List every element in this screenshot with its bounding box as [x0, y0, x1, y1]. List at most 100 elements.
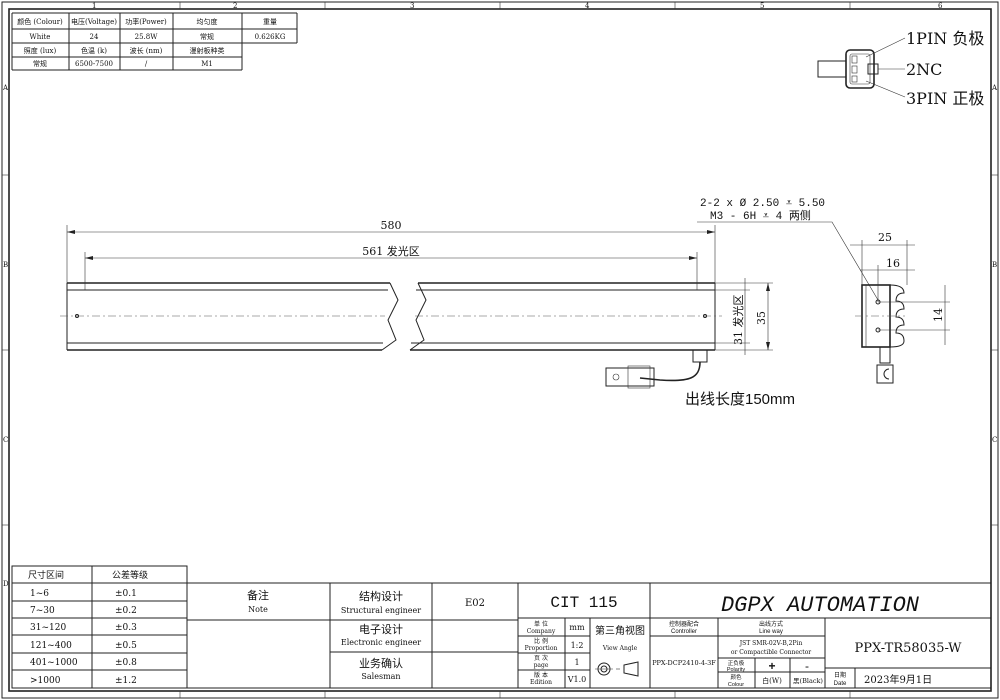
spec-value: 0.626KG — [255, 33, 286, 41]
cable-length-label: 出线长度150mm — [685, 391, 795, 408]
tolerance-range: >1000 — [30, 676, 61, 686]
dim-overall-length: 580 — [381, 219, 402, 232]
frame-row-a-right: A — [991, 84, 998, 92]
dim-side-inner: 16 — [886, 257, 900, 270]
electronic-label-en: Electronic engineer — [341, 638, 421, 647]
lineway-value-2: or Compactible Connector — [731, 649, 811, 656]
tolerance-header: 尺寸区间 — [28, 569, 64, 581]
scale-label-cn: 比 例 — [534, 637, 548, 645]
spec-header: 均匀度 — [197, 17, 218, 26]
colour-label-en: Colour — [728, 682, 744, 688]
frame-col-6: 6 — [938, 2, 943, 10]
frame-col-5: 5 — [760, 2, 764, 10]
spec-value: 常规 — [33, 59, 47, 68]
tolerance-header: 公差等级 — [112, 569, 148, 581]
connector-pinout: 1PIN 负极 2NC 3PIN 正极 — [817, 29, 984, 108]
scale-value: 1:2 — [571, 641, 584, 650]
polarity-plus: + — [768, 659, 775, 673]
tolerance-range: 121~400 — [30, 641, 72, 651]
scale-label-en: Proportion — [525, 645, 558, 652]
frame-col-1: 1 — [92, 2, 96, 10]
date-label-cn: 日期 — [834, 671, 846, 679]
view-angle-en: View Angle — [602, 645, 638, 652]
dim-hole-pitch: 14 — [932, 308, 945, 322]
spec-value: 24 — [90, 33, 99, 41]
lineway-label-en: Line way — [759, 629, 783, 635]
tolerance-value: ±1.2 — [115, 676, 137, 686]
front-view: 580 561 发光区 31 发光区 35 出线长度150mm — [60, 219, 795, 408]
note-label-en: Note — [248, 605, 268, 614]
spec-header: 波长 (nm) — [130, 46, 163, 55]
controller-label-en: Controller — [671, 629, 697, 635]
edition-label-cn: 版 本 — [534, 671, 548, 679]
page-value: 1 — [574, 658, 579, 667]
frame-row-a: A — [2, 84, 9, 92]
frame-row-d: D — [3, 580, 9, 588]
spec-value: 25.8W — [135, 33, 159, 41]
tolerance-range: 31~120 — [30, 623, 66, 633]
sales-label-cn: 业务确认 — [359, 657, 403, 670]
dim-side-width: 25 — [878, 231, 892, 244]
frame-col-2: 2 — [233, 2, 237, 10]
spec-value: 常规 — [200, 32, 214, 41]
spec-value: 6500-7500 — [75, 60, 113, 68]
structural-value: E02 — [465, 598, 485, 609]
spec-header: 照度 (lux) — [24, 46, 57, 55]
spec-header: 漫射板种类 — [190, 46, 225, 55]
controller-label-cn: 控制器配合 — [669, 620, 699, 628]
tolerance-value: ±0.1 — [115, 589, 137, 599]
hole-note-1: 2-2 x Ø 2.50 ⩡ 5.50 — [700, 198, 825, 210]
structural-label-cn: 结构设计 — [359, 589, 403, 603]
title-block: 备注 Note 结构设计 Structural engineer E02 电子设… — [12, 582, 991, 689]
spec-header: 颜色 (Colour) — [17, 17, 63, 26]
pin-2-label: 2NC — [906, 60, 942, 79]
note-label-cn: 备注 — [247, 588, 269, 602]
tolerance-value: ±0.3 — [115, 623, 137, 633]
spec-header: 电压(Voltage) — [71, 17, 117, 26]
electronic-label-cn: 电子设计 — [359, 623, 403, 636]
polarity-label-cn: 正负极 — [728, 659, 745, 667]
edition-label-en: Edition — [530, 679, 552, 686]
side-view: 2-2 x Ø 2.50 ⩡ 5.50 M3 - 6H ⩡ 4 两侧 14 25… — [697, 198, 950, 384]
frame-col-4: 4 — [585, 2, 590, 10]
tolerance-value: ±0.8 — [115, 658, 137, 668]
tolerance-table: 尺寸区间 公差等级 1~6 ±0.1 7~30 ±0.2 31~120 ±0.3… — [11, 565, 188, 689]
pin-1-label: 1PIN 负极 — [906, 29, 984, 48]
spec-header: 功率(Power) — [125, 17, 167, 26]
sales-label-en: Salesman — [361, 672, 400, 681]
frame-row-b-right: B — [992, 261, 997, 269]
frame-row-c: C — [3, 436, 8, 444]
third-angle-projection-icon — [595, 661, 639, 677]
edition-value: V1.0 — [567, 675, 587, 684]
tolerance-value: ±0.2 — [115, 606, 137, 616]
company-name: DGPX AUTOMATION — [721, 593, 920, 618]
spec-header: 重量 — [263, 18, 277, 26]
spec-value: / — [145, 60, 148, 68]
page-label-en: page — [534, 662, 549, 669]
controller-value: PPX-DCP2410-4-3F — [652, 659, 716, 667]
spec-table: 颜色 (Colour) 电压(Voltage) 功率(Power) 均匀度 重量… — [11, 12, 298, 71]
spec-value: M1 — [201, 60, 213, 68]
frame-col-3: 3 — [410, 2, 414, 10]
pin-3-label: 3PIN 正极 — [906, 89, 984, 108]
polarity-label-en: Polarity — [727, 667, 746, 673]
date-value: 2023年9月1日 — [864, 673, 932, 686]
dim-emitting-height: 31 发光区 — [731, 295, 745, 346]
frame-row-c-right: C — [992, 436, 997, 444]
cit-number: CIT 115 — [550, 594, 617, 612]
tolerance-range: 7~30 — [30, 606, 55, 616]
page-label-cn: 页 次 — [534, 654, 548, 662]
spec-value: White — [30, 33, 51, 41]
date-label-en: Date — [834, 681, 847, 687]
part-number: PPX-TR58035-W — [854, 641, 962, 656]
lineway-value-1: JST SMR-02V-B,2Pin — [739, 640, 803, 647]
view-angle-cn: 第三角视图 — [595, 624, 645, 637]
structural-label-en: Structural engineer — [341, 606, 421, 615]
dim-emitting-length: 561 发光区 — [362, 244, 420, 258]
lineway-label-cn: 出线方式 — [759, 620, 783, 628]
colour-label-cn: 颜色 — [730, 673, 742, 681]
tolerance-range: 401~1000 — [30, 658, 78, 668]
polarity-minus: - — [805, 659, 809, 673]
